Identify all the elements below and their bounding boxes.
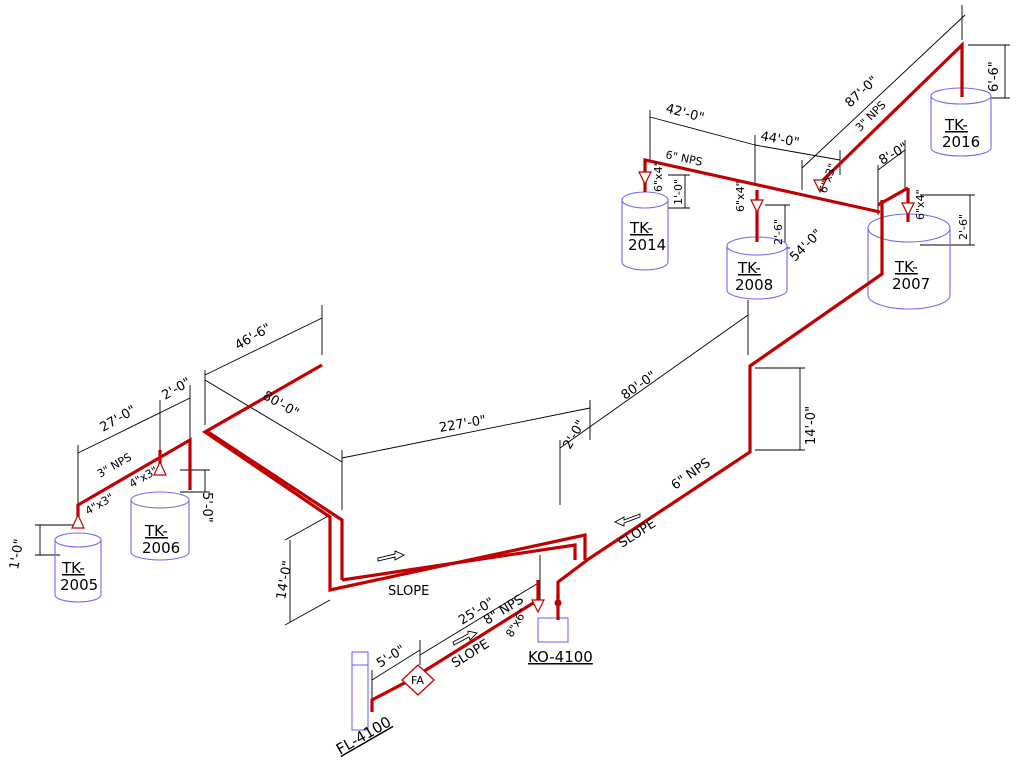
pipe-6nps-right: 6" NPS <box>669 456 714 494</box>
tank-tk2006 <box>130 491 190 561</box>
dim-80-0-right: 80'-0" <box>619 369 660 404</box>
tk2014-label-2: 2014 <box>628 236 666 254</box>
tank-tk2014 <box>621 191 669 271</box>
tk2007-label-2: 2007 <box>892 275 930 293</box>
knockout-ko4100 <box>537 617 569 643</box>
flow-alarm-label: FA <box>411 674 424 687</box>
dim-2-0-mid: 2'-0" <box>560 418 588 452</box>
tk2008-label-2: 2008 <box>735 276 773 294</box>
reducer-symbols <box>71 171 915 614</box>
dim-8-0: 8'-0" <box>877 140 911 168</box>
slope-right: SLOPE <box>616 516 659 551</box>
knockout-label: KO-4100 <box>528 648 593 666</box>
slope-main: SLOPE <box>388 584 429 599</box>
tk2016-label-2: 2016 <box>942 133 980 151</box>
tk2005-label-1: TK- <box>61 559 85 577</box>
tk2007-label-1: TK- <box>894 258 918 276</box>
slope-arrows <box>377 513 641 646</box>
tk2006-label-2: 2006 <box>142 539 180 557</box>
filter-label: FL-4100 <box>333 713 394 759</box>
dimension-lines <box>35 5 1010 700</box>
dim-2-6-b: 2'-6" <box>957 214 970 240</box>
tk2014-label-1: TK- <box>629 219 653 237</box>
valve-symbol <box>554 599 562 607</box>
dim-14-0-right: 14'-0" <box>804 406 819 445</box>
dim-6-6: 6'-6" <box>987 61 1002 92</box>
tk2008-label-1: TK- <box>737 259 761 277</box>
flow-alarm-fa <box>401 664 435 696</box>
tank-tk2005 <box>54 532 102 603</box>
dim-44-0: 44'-0" <box>759 129 800 151</box>
piping <box>76 41 964 712</box>
reducer-4x3-a: 4"x3" <box>83 491 116 518</box>
reducer-6x3: 6"x3" <box>817 162 840 195</box>
dim-5-0: 5'-0" <box>199 492 214 523</box>
reducer-6x4-b: 6"x4" <box>734 181 747 212</box>
dim-54-0: 54'-0" <box>787 227 825 265</box>
tk2016-label-1: TK- <box>944 116 968 134</box>
dim-1-0-top: 1'-0" <box>672 179 685 205</box>
dim-227-0: 227'-0" <box>438 413 487 436</box>
dim-46-6: 46'-6" <box>233 321 274 354</box>
tk2006-label-1: TK- <box>144 522 168 540</box>
dim-27-0: 27'-0" <box>98 403 139 436</box>
dim-14-0-left: 14'-0" <box>274 560 296 601</box>
dim-1-0-left: 1'-0" <box>7 538 27 571</box>
tank-tk2008 <box>726 236 788 300</box>
tank-tk2007 <box>867 213 951 310</box>
dim-5-0-fa: 5'-0" <box>374 642 408 671</box>
reducer-6x4-c: 6"x4" <box>914 189 927 220</box>
dim-2-6-a: 2'-6" <box>772 219 785 245</box>
reducer-6x4-a: 6"x4" <box>652 161 665 192</box>
tk2005-label-2: 2005 <box>60 576 98 594</box>
filter-fl4100 <box>351 651 369 731</box>
